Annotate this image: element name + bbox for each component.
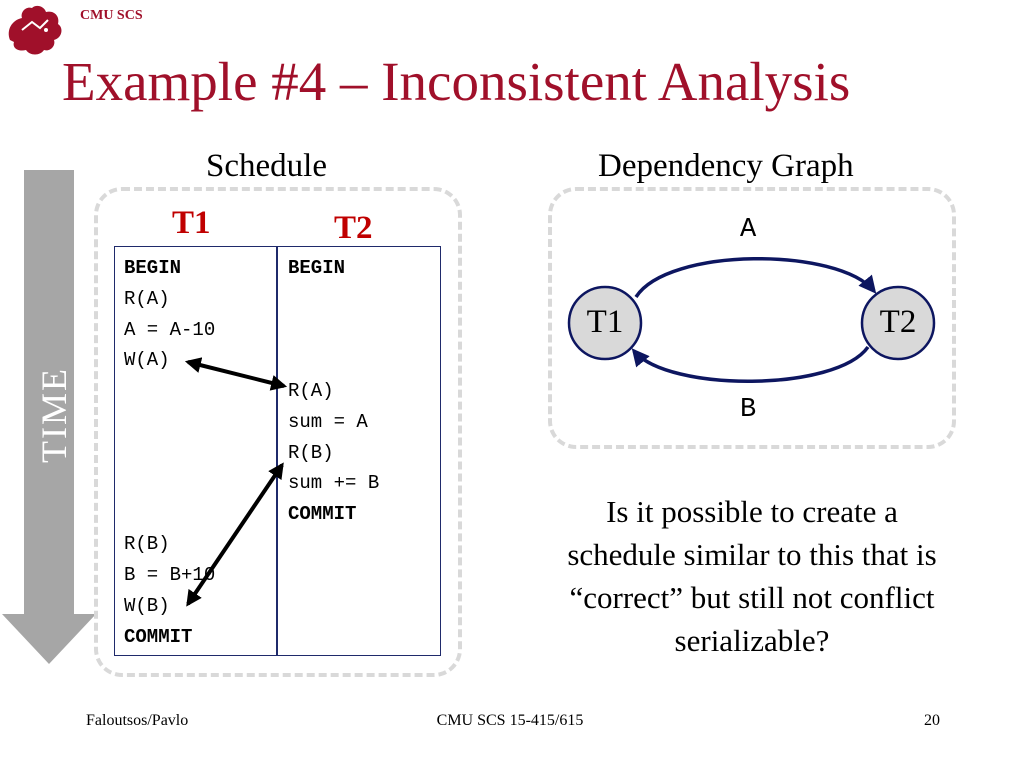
t2-op: BEGIN	[288, 257, 346, 279]
node-t1	[567, 285, 643, 361]
schedule-heading: Schedule	[206, 148, 327, 184]
graph-container	[548, 187, 956, 449]
edge-label-a: A	[740, 215, 757, 245]
time-arrow-icon	[2, 170, 96, 664]
t2-op: sum += B	[288, 472, 380, 494]
node-t2	[860, 285, 936, 361]
t1-op: B = B+10	[124, 564, 216, 586]
edge-t2-t1	[631, 345, 870, 383]
schedule-table	[114, 246, 441, 656]
edge-label-b: B	[740, 395, 757, 425]
t1-op: R(A)	[124, 288, 170, 310]
schedule-container	[94, 187, 462, 677]
t1-op: A = A-10	[124, 319, 216, 341]
t1-column-label: T1	[172, 205, 211, 241]
t2-op: sum = A	[288, 411, 368, 433]
t1-op: BEGIN	[124, 257, 182, 279]
t1-op: R(B)	[124, 533, 170, 555]
node-t2-label: T2	[879, 304, 917, 340]
t2-op: R(B)	[288, 442, 334, 464]
t1-op: COMMIT	[124, 626, 193, 648]
time-label: TIME	[34, 367, 74, 463]
t1-op: W(A)	[124, 349, 170, 371]
column-divider	[276, 246, 278, 656]
node-t1-label: T1	[586, 304, 624, 340]
footer-course: CMU SCS 15-415/615	[436, 712, 584, 729]
question-text: Is it possible to create a schedule simi…	[567, 494, 937, 658]
slide-title: Example #4 – Inconsistent Analysis	[62, 51, 851, 112]
dragon-logo-icon	[8, 5, 62, 55]
t2-column-label: T2	[334, 210, 373, 246]
dependency-graph-heading: Dependency Graph	[598, 148, 854, 184]
t1-op: W(B)	[124, 595, 170, 617]
footer-authors: Faloutsos/Pavlo	[86, 712, 189, 729]
dependency-graph	[567, 256, 936, 383]
t2-op: R(A)	[288, 380, 334, 402]
page-number: 20	[924, 712, 940, 729]
brand-label: CMU SCS	[80, 8, 143, 23]
edge-t1-t2	[634, 256, 877, 298]
t2-op: COMMIT	[288, 503, 357, 525]
